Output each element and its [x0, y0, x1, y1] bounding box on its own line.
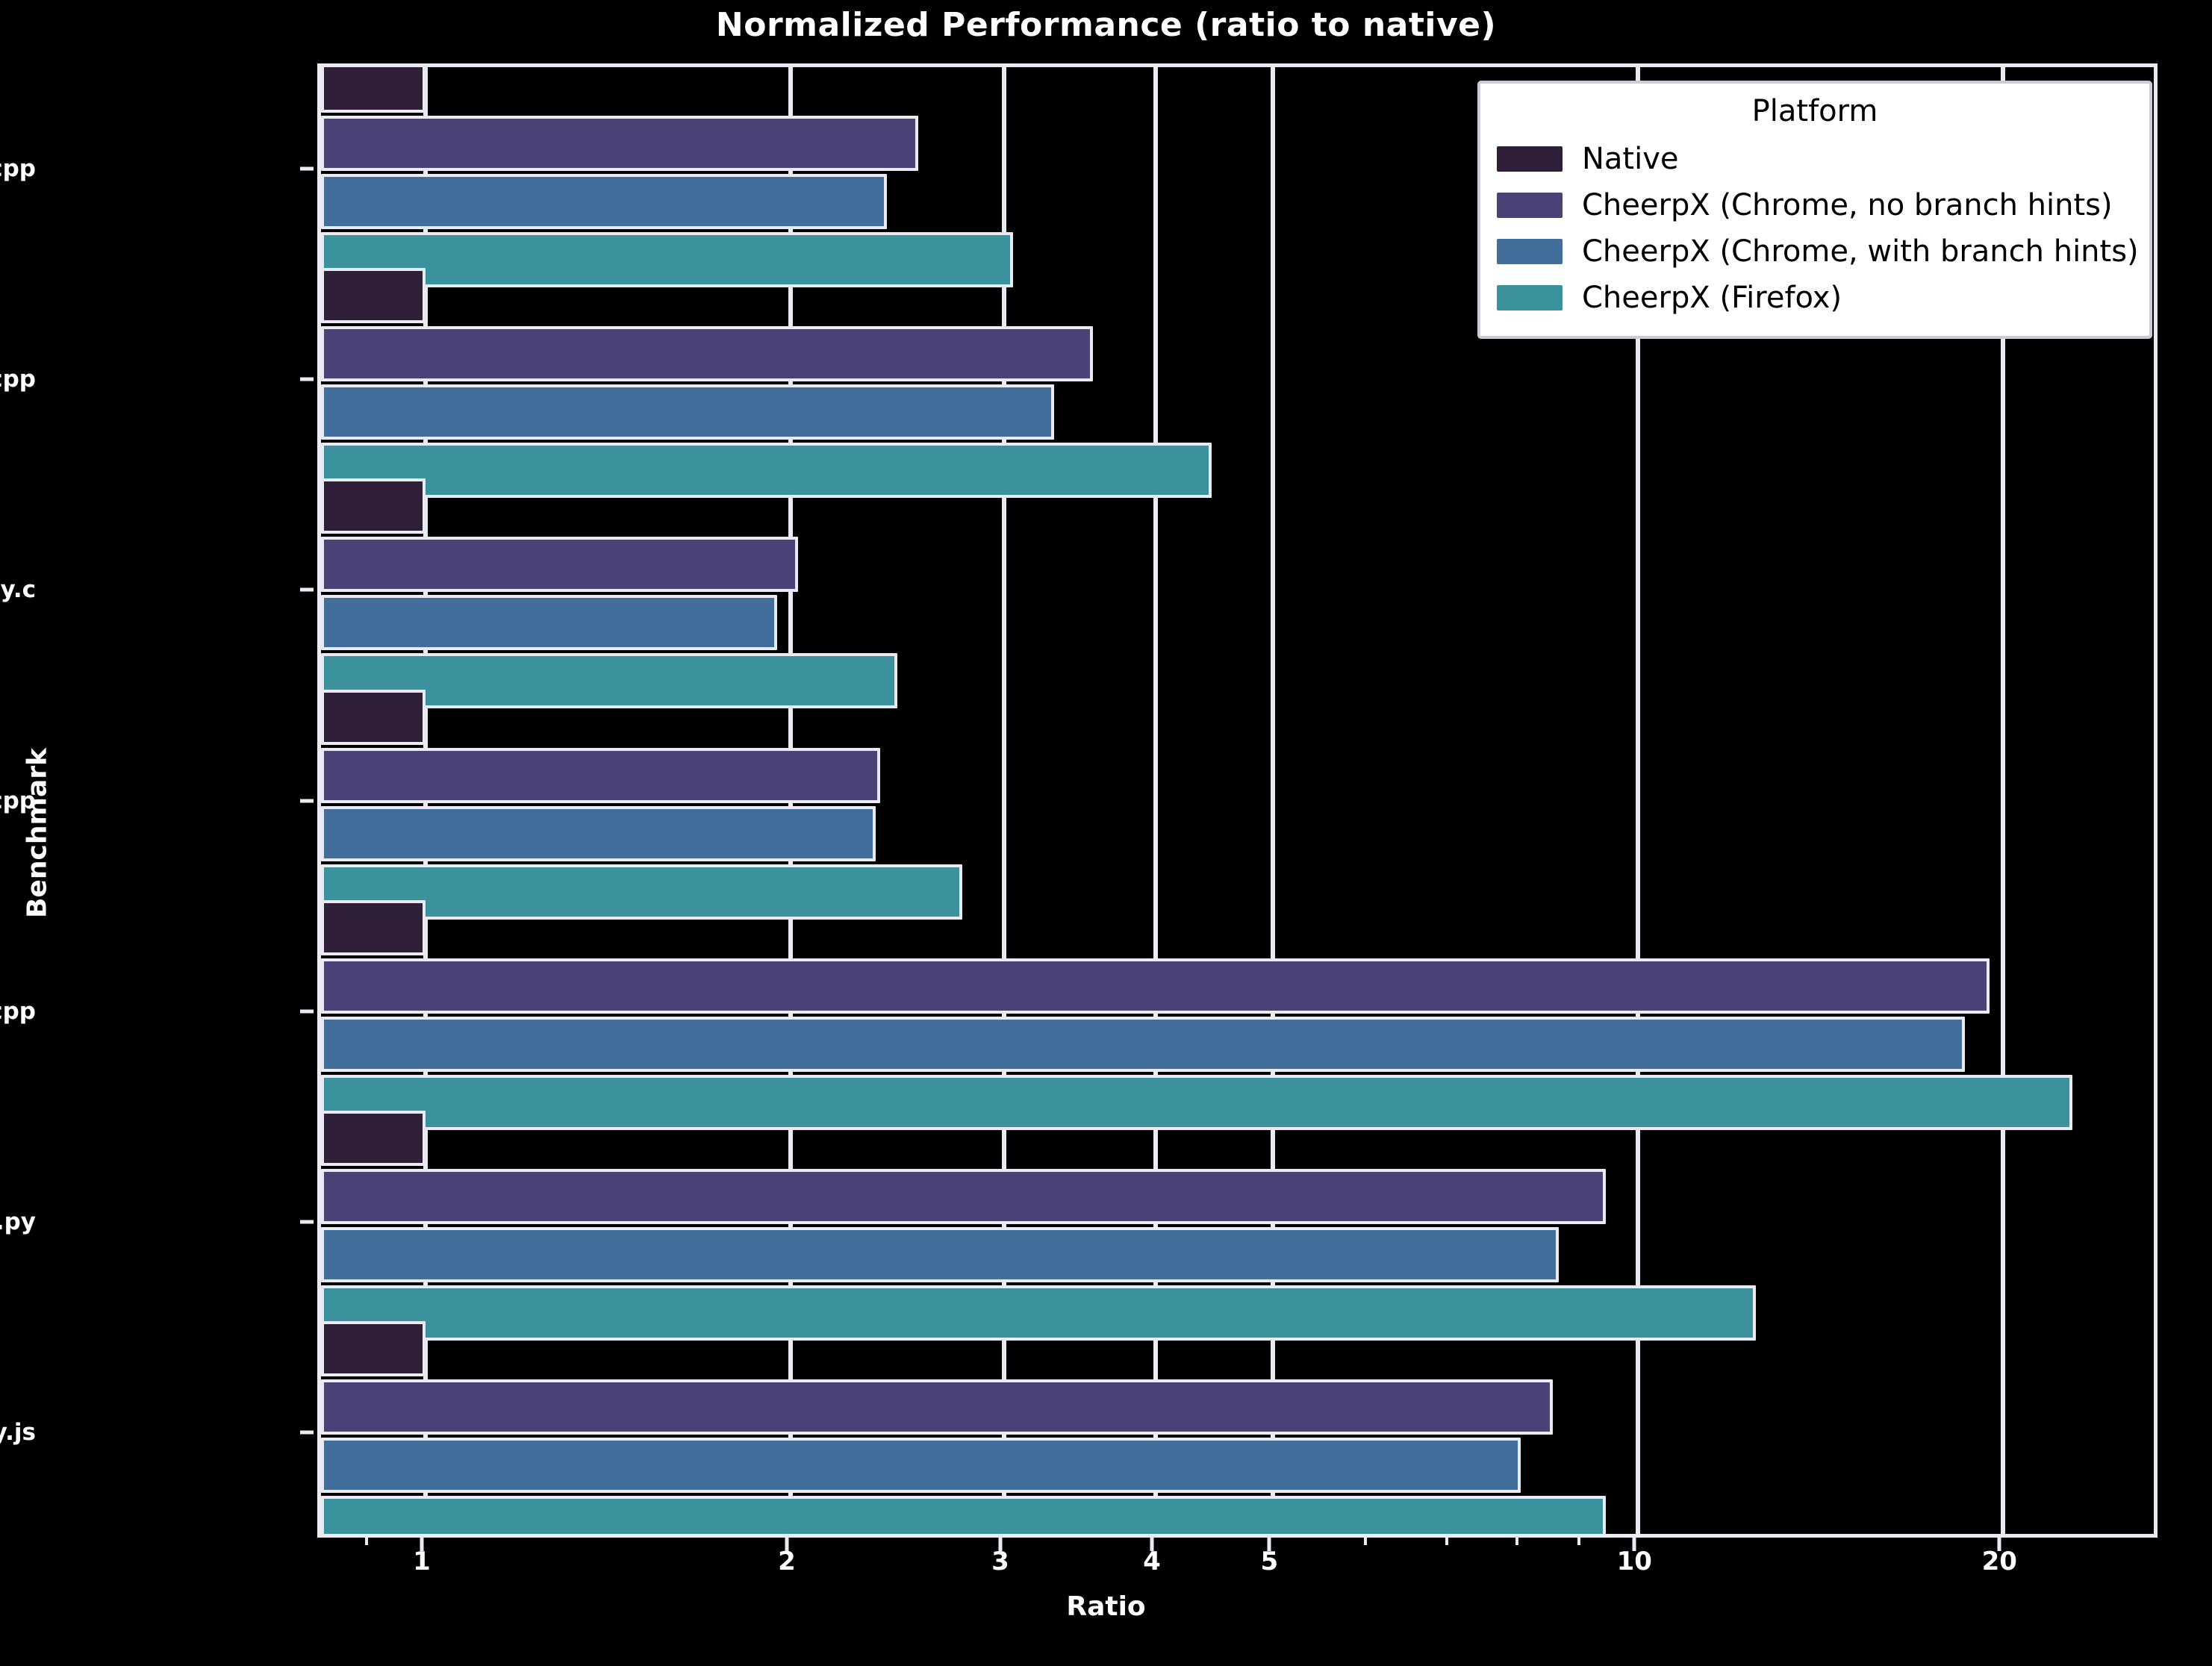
y-tick-label-bench.cpp: bench.cpp: [0, 997, 36, 1025]
bar-primes.cpp-CheerpX (Chrome, no branch hints): [321, 747, 880, 803]
x-tick-label-4: 4: [1143, 1547, 1161, 1576]
legend-item-0[interactable]: Native: [1497, 136, 2133, 182]
bar-nbody.js-CheerpX (Firefox): [321, 1495, 1606, 1534]
y-tick-label-fasta.cpp: fasta.cpp: [0, 155, 36, 183]
chart-title: Normalized Performance (ratio to native): [715, 6, 1497, 44]
bar-primes.cpp-Native: [321, 689, 426, 745]
y-tick-mark: [300, 1430, 314, 1435]
gridline-5: [1271, 67, 1276, 1534]
x-tick-mark: [420, 1538, 424, 1551]
bar-fasta.cpp-Native: [321, 67, 426, 113]
legend-item-2[interactable]: CheerpX (Chrome, with branch hints): [1497, 228, 2139, 275]
bar-lbm.cpp-CheerpX (Chrome, no branch hints): [321, 326, 1093, 382]
bar-fasta.cpp-CheerpX (Chrome, no branch hints): [321, 116, 919, 172]
bar-nbody.js-CheerpX (Chrome, no branch hints): [321, 1379, 1553, 1435]
bar-bench.cpp-CheerpX (Chrome, with branch hints): [321, 1016, 1966, 1072]
plot-inner: [321, 67, 2154, 1534]
bar-lbm.cpp-Native: [321, 268, 426, 324]
x-tick-minor: [1445, 1538, 1448, 1545]
bar-binarytrees.py-CheerpX (Chrome, no branch hints): [321, 1168, 1606, 1224]
bar-lbm.cpp-CheerpX (Firefox): [321, 443, 1212, 499]
bar-binarytrees.py-CheerpX (Firefox): [321, 1285, 1756, 1341]
bar-lbm.cpp-CheerpX (Chrome, with branch hints): [321, 384, 1055, 440]
bar-fasta.cpp-CheerpX (Chrome, with branch hints): [321, 174, 887, 230]
y-tick-mark: [300, 1220, 314, 1224]
bar-primes.cpp-CheerpX (Firefox): [321, 864, 962, 920]
gridline-10: [1636, 67, 1641, 1534]
gridline-3: [1001, 67, 1006, 1534]
x-tick-label-20: 20: [1981, 1547, 2017, 1576]
legend-swatch-icon: [1497, 146, 1563, 172]
x-tick-label-2: 2: [778, 1547, 796, 1576]
x-tick-minor: [1577, 1538, 1580, 1545]
x-tick-mark: [998, 1538, 1003, 1551]
x-tick-label-5: 5: [1260, 1547, 1279, 1576]
legend-item-label: CheerpX (Chrome, no branch hints): [1582, 188, 2113, 222]
x-tick-label-10: 10: [1616, 1547, 1652, 1576]
gridline-4: [1153, 67, 1158, 1534]
bar-binarytrees.py-Native: [321, 1110, 426, 1166]
x-tick-label-1: 1: [413, 1547, 431, 1576]
bar-bench.cpp-CheerpX (Chrome, no branch hints): [321, 958, 1990, 1014]
x-tick-mark: [1632, 1538, 1636, 1551]
x-tick-mark: [785, 1538, 789, 1551]
bar-nbody.js-Native: [321, 1320, 426, 1376]
y-tick-label-lbm.cpp: lbm.cpp: [0, 366, 36, 393]
x-tick-minor: [364, 1538, 368, 1545]
x-tick-mark: [1997, 1538, 2001, 1551]
y-tick-label-nbody.js: nbody.js: [0, 1418, 36, 1446]
legend-swatch-icon: [1497, 193, 1563, 218]
bar-fasta.cpp-CheerpX (Firefox): [321, 232, 1013, 288]
y-tick-mark: [300, 1009, 314, 1014]
bar-bench.cpp-CheerpX (Firefox): [321, 1074, 2072, 1130]
bar-bench.cpp-Native: [321, 899, 426, 955]
x-axis-label: Ratio: [1066, 1591, 1146, 1622]
x-tick-minor: [1515, 1538, 1518, 1545]
legend-swatch-icon: [1497, 239, 1563, 264]
legend-title: Platform: [1751, 94, 1878, 128]
y-tick-mark: [300, 587, 314, 592]
legend-item-label: Native: [1582, 142, 1679, 176]
y-tick-label-nbody.c: nbody.c: [0, 576, 36, 604]
y-tick-label-binarytrees.py: binarytrees.py: [0, 1208, 36, 1235]
bar-nbody.c-CheerpX (Chrome, no branch hints): [321, 537, 799, 593]
bar-binarytrees.py-CheerpX (Chrome, with branch hints): [321, 1226, 1559, 1282]
y-tick-mark: [300, 799, 314, 802]
y-tick-label-primes.cpp: primes.cpp: [0, 787, 36, 814]
gridline-20: [2001, 67, 2006, 1534]
legend-item-label: CheerpX (Chrome, with branch hints): [1582, 234, 2139, 269]
legend-item-label: CheerpX (Firefox): [1582, 281, 1842, 315]
x-tick-mark: [1267, 1538, 1271, 1551]
y-tick-mark: [300, 166, 314, 171]
bar-primes.cpp-CheerpX (Chrome, with branch hints): [321, 805, 876, 861]
y-axis-label: Benchmark: [22, 748, 53, 918]
x-tick-minor: [1363, 1538, 1367, 1545]
bar-nbody.js-CheerpX (Chrome, with branch hints): [321, 1437, 1521, 1493]
y-tick-mark: [300, 377, 314, 381]
legend-swatch-icon: [1497, 285, 1563, 311]
x-tick-mark: [1150, 1538, 1154, 1551]
bar-nbody.c-CheerpX (Chrome, with branch hints): [321, 595, 778, 651]
legend-item-3[interactable]: CheerpX (Firefox): [1497, 275, 2133, 321]
x-tick-label-3: 3: [991, 1547, 1009, 1576]
legend-item-1[interactable]: CheerpX (Chrome, no branch hints): [1497, 182, 2133, 228]
bar-nbody.c-Native: [321, 478, 426, 534]
